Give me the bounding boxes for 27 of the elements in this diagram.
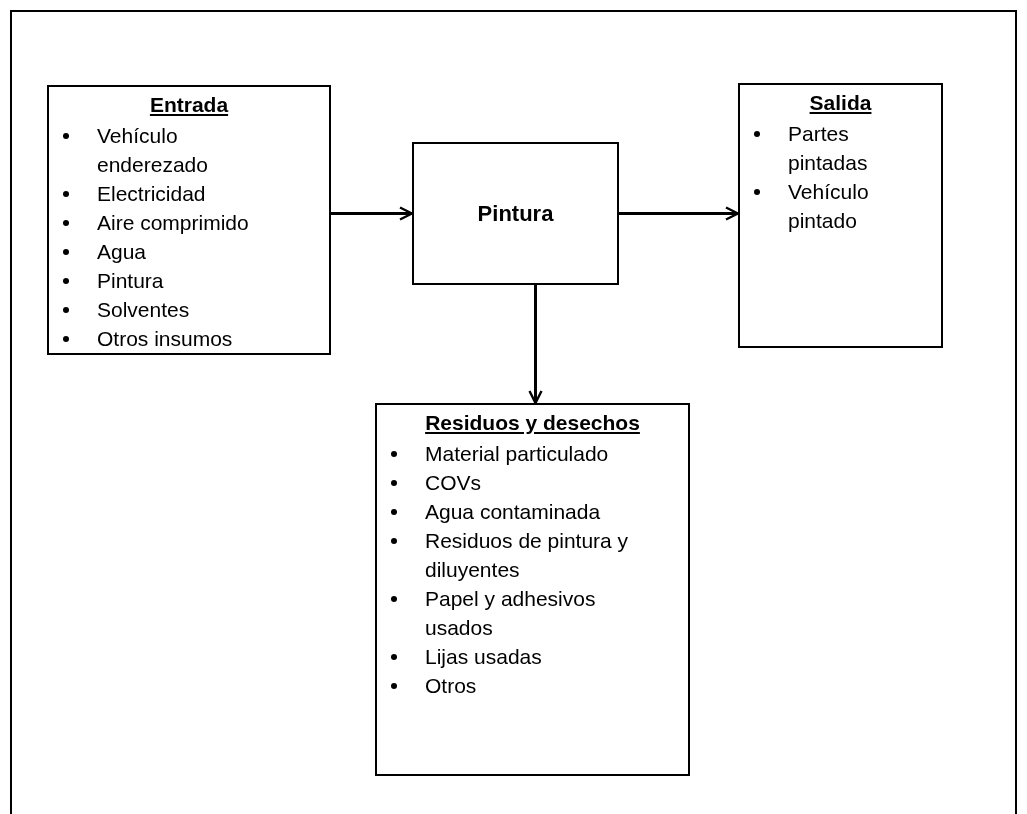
- process-box: [375, 403, 690, 776]
- arrow: [331, 206, 414, 221]
- list-item: Vehículo pintado: [788, 178, 870, 234]
- list-item: Solventes: [97, 296, 190, 323]
- list-item: Aire comprimido: [97, 209, 249, 236]
- list-item: Partes pintadas: [788, 120, 869, 176]
- process-box: [738, 83, 943, 348]
- process-box: [47, 85, 331, 355]
- list-item: Vehículo enderezado: [97, 122, 209, 178]
- list-item: Lijas usadas: [425, 643, 542, 670]
- list-item: Agua contaminada: [425, 498, 601, 525]
- list-item: COVs: [425, 469, 481, 496]
- process-title: Pintura: [477, 200, 554, 228]
- list-item: Material particulado: [425, 440, 609, 467]
- list-item: Agua: [97, 238, 147, 265]
- process-box: [412, 142, 619, 285]
- list-item: Otros insumos: [97, 325, 233, 352]
- list-item: Residuos de pintura y diluyentes: [425, 527, 630, 583]
- arrow: [619, 206, 740, 221]
- list-item: Pintura: [97, 267, 164, 294]
- list-item: Papel y adhesivos usados: [425, 585, 597, 641]
- list-item: Otros: [425, 672, 477, 699]
- box-heading: Salida: [809, 91, 872, 114]
- box-heading: Entrada: [149, 93, 229, 116]
- list-item: Electricidad: [97, 180, 206, 207]
- box-heading: Residuos y desechos: [425, 411, 640, 434]
- arrow: [528, 285, 543, 405]
